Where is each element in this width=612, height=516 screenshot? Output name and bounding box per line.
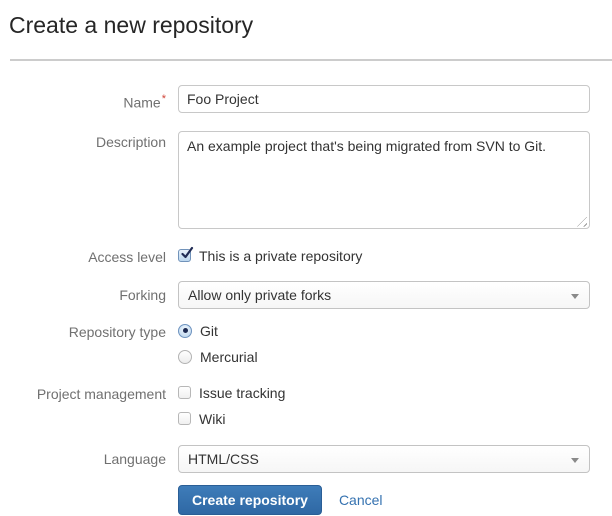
- page-title: Create a new repository: [9, 12, 254, 38]
- issue-tracking-checkbox[interactable]: [178, 386, 191, 400]
- project-management-label: Project management: [36, 385, 166, 402]
- issue-tracking-label[interactable]: Issue tracking: [199, 384, 286, 401]
- title-divider: [10, 59, 612, 61]
- chevron-down-icon: [571, 293, 579, 299]
- project-management-row: Project management Issue tracking Wiki: [0, 383, 612, 429]
- repo-type-radio-git[interactable]: [178, 323, 192, 338]
- repo-type-git-label[interactable]: Git: [200, 322, 218, 339]
- language-selected-value: HTML/CSS: [188, 450, 259, 467]
- wiki-checkbox[interactable]: [178, 412, 191, 426]
- name-label: Name*: [123, 93, 166, 111]
- repo-type-radio-mercurial[interactable]: [178, 349, 192, 364]
- description-label: Description: [95, 133, 166, 150]
- chevron-down-icon: [571, 457, 579, 463]
- repo-type-mercurial-label[interactable]: Mercurial: [200, 348, 258, 365]
- language-label: Language: [103, 450, 166, 467]
- cancel-link[interactable]: Cancel: [338, 491, 383, 508]
- forking-select[interactable]: Allow only private forks: [178, 280, 590, 309]
- actions-row: Create repository Cancel: [0, 484, 612, 515]
- wiki-label[interactable]: Wiki: [199, 410, 226, 427]
- forking-selected-value: Allow only private forks: [188, 286, 332, 303]
- description-row: Description An example project that's be…: [0, 130, 612, 232]
- private-repository-label[interactable]: This is a private repository: [199, 247, 363, 264]
- description-textarea[interactable]: An example project that's being migrated…: [178, 130, 590, 229]
- name-input[interactable]: [178, 85, 590, 113]
- create-repository-form: Name* Description An example project tha…: [0, 85, 612, 515]
- checkmark-icon: [181, 247, 194, 259]
- access-level-row: Access level This is a private repositor…: [0, 246, 612, 267]
- language-row: Language HTML/CSS: [0, 444, 612, 473]
- language-select[interactable]: HTML/CSS: [178, 444, 590, 473]
- repository-type-row: Repository type Git Mercurial: [0, 321, 612, 367]
- create-repository-button[interactable]: Create repository: [178, 484, 322, 515]
- repository-type-label: Repository type: [68, 323, 166, 340]
- access-level-label: Access level: [88, 248, 166, 265]
- private-repository-checkbox[interactable]: [178, 247, 194, 263]
- required-indicator: *: [161, 93, 166, 105]
- name-row: Name*: [0, 85, 612, 117]
- forking-row: Forking Allow only private forks: [0, 280, 612, 309]
- forking-label: Forking: [119, 286, 166, 303]
